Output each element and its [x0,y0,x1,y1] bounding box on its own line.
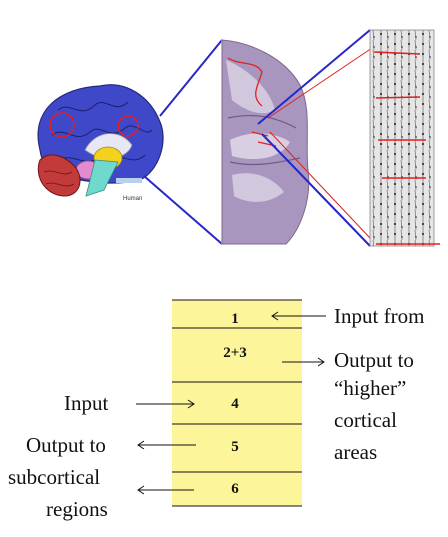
label-output-subcortical-1: Output to [26,433,106,457]
brain-tag: Human [123,196,142,202]
arrow-output-subcortical-2 [137,485,194,495]
layer-1-label: 1 [231,311,239,327]
label-output-higher-3: cortical [334,408,397,432]
label-input: Input [64,391,109,415]
label-output-higher-1: Output to [334,348,414,372]
label-output-higher-2: “higher” [334,376,407,400]
layer-stack [172,299,302,507]
label-output-subcortical-3: regions [46,497,108,521]
brain-illustration [37,84,164,197]
cortex-slice [221,39,310,245]
label-output-higher-4: areas [334,440,378,464]
histology-column [369,29,440,247]
zoom-line-bottom-1 [143,175,223,245]
layer-2-3-label: 2+3 [223,345,247,361]
arrow-output-subcortical-1 [137,440,196,450]
label-input-from: Input from [334,304,425,328]
layer-5-label: 5 [231,439,239,455]
arrow-input-from [271,311,326,321]
arrow-input [136,399,195,409]
annotation-arrows [136,311,326,495]
zoom-line-top-2 [257,29,371,125]
layer-6-label: 6 [231,481,239,497]
arrow-output-higher [282,357,325,367]
zoom-line-bottom-2 [261,133,371,247]
layer-4-label: 4 [231,396,239,412]
zoom-line-top-1 [159,39,223,117]
label-output-subcortical-2: subcortical [8,465,101,489]
